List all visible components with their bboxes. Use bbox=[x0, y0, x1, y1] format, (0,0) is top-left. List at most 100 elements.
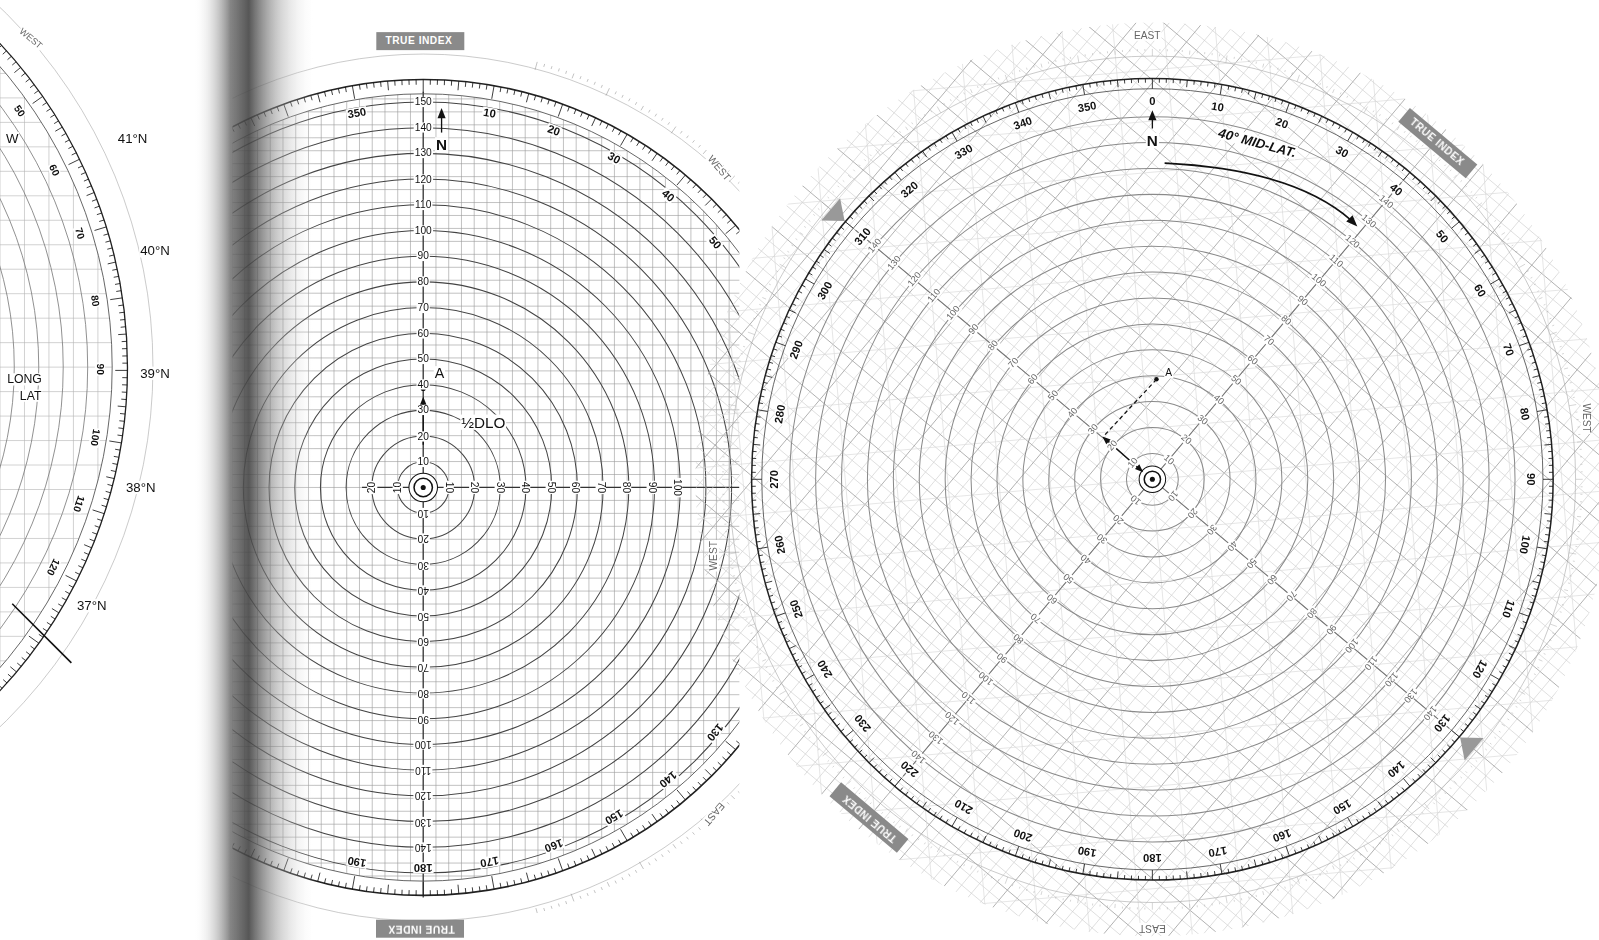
range-circle bbox=[0, 0, 88, 802]
scale-label: 130 bbox=[704, 720, 726, 743]
scale-label: 290 bbox=[788, 338, 806, 361]
scale-label: 160 bbox=[542, 836, 565, 854]
tab-text: TRUE INDEX bbox=[385, 35, 452, 46]
scale-label: 60 bbox=[417, 637, 430, 647]
index-triangle bbox=[821, 198, 844, 221]
scale-label: 100 bbox=[1518, 534, 1533, 556]
compass-rose bbox=[762, 89, 1543, 870]
scale-label: 100 bbox=[414, 739, 433, 749]
scale-label: EAST bbox=[701, 800, 727, 829]
scale-label: 40 bbox=[520, 481, 530, 494]
scale-label: 10 bbox=[417, 457, 430, 467]
range-circle bbox=[790, 117, 1515, 842]
scale-label: 140 bbox=[414, 842, 433, 852]
scale-label: LONG bbox=[6, 373, 43, 385]
scale-label: EAST bbox=[1133, 31, 1162, 41]
scale-label: 40°N bbox=[139, 244, 171, 257]
scale-label: 37°N bbox=[76, 599, 108, 612]
true-index-tab: TRUE INDEX bbox=[376, 920, 464, 937]
scale-label: 140 bbox=[1376, 192, 1395, 210]
scale-label: 41°N bbox=[117, 132, 149, 145]
true-index-tab: TRUE INDEX bbox=[376, 32, 464, 49]
range-circle bbox=[320, 385, 526, 591]
grid bbox=[491, 0, 1599, 940]
range-circle bbox=[893, 220, 1411, 738]
scale-label: 250 bbox=[788, 597, 806, 620]
scale-label: 190 bbox=[346, 855, 368, 870]
rotated-grid bbox=[491, 0, 1599, 940]
scale-label: 80 bbox=[1012, 631, 1027, 646]
range-circle bbox=[1049, 376, 1256, 583]
scale-label: 70 bbox=[417, 662, 430, 672]
degree-ticks bbox=[535, 62, 739, 270]
range-circle bbox=[0, 6, 14, 728]
scale-label: 20 bbox=[417, 534, 430, 544]
scale-label: 38°N bbox=[125, 481, 157, 494]
range-circle bbox=[945, 272, 1359, 686]
compass-rose bbox=[752, 79, 1554, 881]
scale-label: 30 bbox=[604, 150, 622, 167]
scale-label: 130 bbox=[926, 728, 945, 746]
scale-label: 140 bbox=[865, 237, 883, 256]
scale-label: 90 bbox=[647, 481, 657, 494]
scale-label: 340 bbox=[1011, 115, 1034, 133]
arrow-head bbox=[1346, 215, 1357, 226]
scale-label: 120 bbox=[414, 791, 433, 801]
scale-label: 50 bbox=[417, 611, 430, 621]
scale-label: 20 bbox=[417, 431, 430, 441]
scale-label: 0 bbox=[1148, 95, 1156, 106]
course-line bbox=[12, 604, 71, 663]
degree-ticks bbox=[0, 0, 127, 812]
scale-label: 130 bbox=[414, 148, 433, 158]
scale-label: 90 bbox=[95, 362, 105, 375]
range-circle bbox=[816, 143, 1489, 816]
scale-label: 20 bbox=[545, 122, 562, 138]
index-triangle bbox=[1460, 738, 1483, 761]
center-grommet bbox=[1150, 477, 1155, 482]
scale-label: 120 bbox=[44, 556, 62, 578]
dashed-line bbox=[1103, 379, 1156, 436]
scale-label: 10 bbox=[444, 481, 454, 494]
scale-label: 39°N bbox=[139, 367, 171, 380]
scale-label: 30 bbox=[417, 559, 430, 569]
scale-label: 20 bbox=[367, 481, 377, 494]
variation-ring bbox=[0, 0, 153, 867]
scale-label: A bbox=[434, 366, 446, 380]
scale-label: 180 bbox=[413, 862, 434, 873]
scale-label: 70 bbox=[1500, 341, 1516, 358]
scale-label: 90 bbox=[1525, 472, 1536, 487]
scale-label: 150 bbox=[414, 97, 433, 107]
center-grommet bbox=[1144, 471, 1160, 487]
scale-label: 110 bbox=[414, 765, 432, 775]
scale-label: 120 bbox=[943, 708, 962, 726]
scale-label: 90 bbox=[995, 650, 1010, 665]
degree-ticks bbox=[722, 49, 1583, 910]
range-circle bbox=[346, 410, 500, 564]
scale-label: 30 bbox=[494, 481, 504, 494]
scale-label: 10 bbox=[417, 508, 430, 518]
scale-label: 70 bbox=[417, 302, 430, 312]
center-grommet bbox=[409, 473, 438, 502]
axis-line bbox=[903, 182, 1401, 776]
scale-label: 150 bbox=[602, 807, 626, 827]
scale-label: 10 bbox=[393, 481, 403, 494]
axis-line bbox=[856, 230, 1450, 728]
scale-label: 40 bbox=[417, 380, 430, 390]
degree-ticks bbox=[752, 79, 1554, 881]
scale-label: N bbox=[435, 137, 448, 152]
scale-label: 350 bbox=[346, 106, 368, 121]
range-circle bbox=[1075, 402, 1230, 557]
scale-label: 40 bbox=[417, 585, 430, 595]
grid-lines bbox=[644, 0, 1599, 940]
range-circle bbox=[867, 194, 1437, 764]
scale-label: 30 bbox=[1332, 143, 1350, 160]
range-circle bbox=[1101, 428, 1205, 532]
scale-label: 30 bbox=[1095, 531, 1110, 546]
range-circle bbox=[1023, 350, 1282, 609]
scale-label: 320 bbox=[898, 179, 921, 201]
scale-label: LAT bbox=[19, 390, 43, 402]
variation-ring bbox=[729, 56, 1575, 902]
scale-label: WEST bbox=[17, 26, 45, 51]
scale-label: 50 bbox=[1062, 571, 1077, 586]
